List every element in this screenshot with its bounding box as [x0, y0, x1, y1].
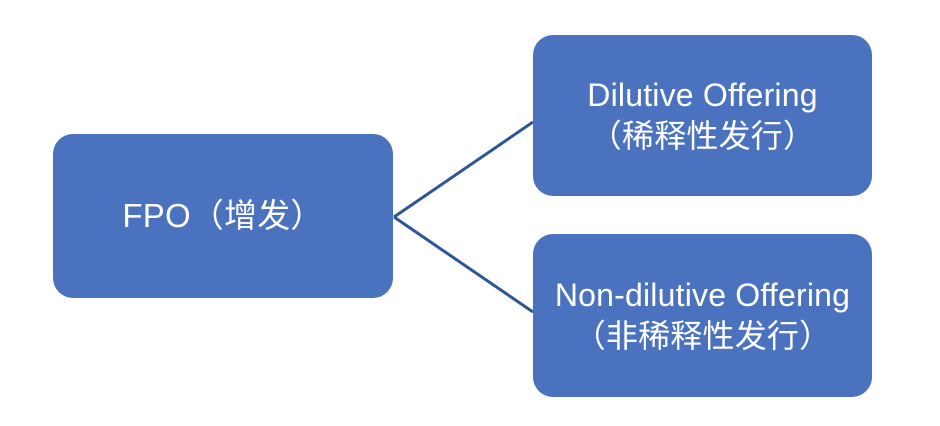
node-non-dilutive-offering-label: Non-dilutive Offering（非稀释性发行）	[554, 276, 851, 354]
node-dilutive-offering[interactable]: Dilutive Offering （稀释性发行）	[533, 35, 872, 196]
node-fpo-label: FPO（增发）	[122, 196, 324, 234]
connector-fpo-to-dilutive	[393, 120, 534, 219]
node-non-dilutive-offering[interactable]: Non-dilutive Offering（非稀释性发行）	[533, 234, 872, 397]
node-dilutive-offering-label: Dilutive Offering （稀释性发行）	[587, 76, 818, 154]
node-fpo[interactable]: FPO（增发）	[53, 134, 393, 298]
connector-fpo-to-non-dilutive	[393, 215, 534, 314]
